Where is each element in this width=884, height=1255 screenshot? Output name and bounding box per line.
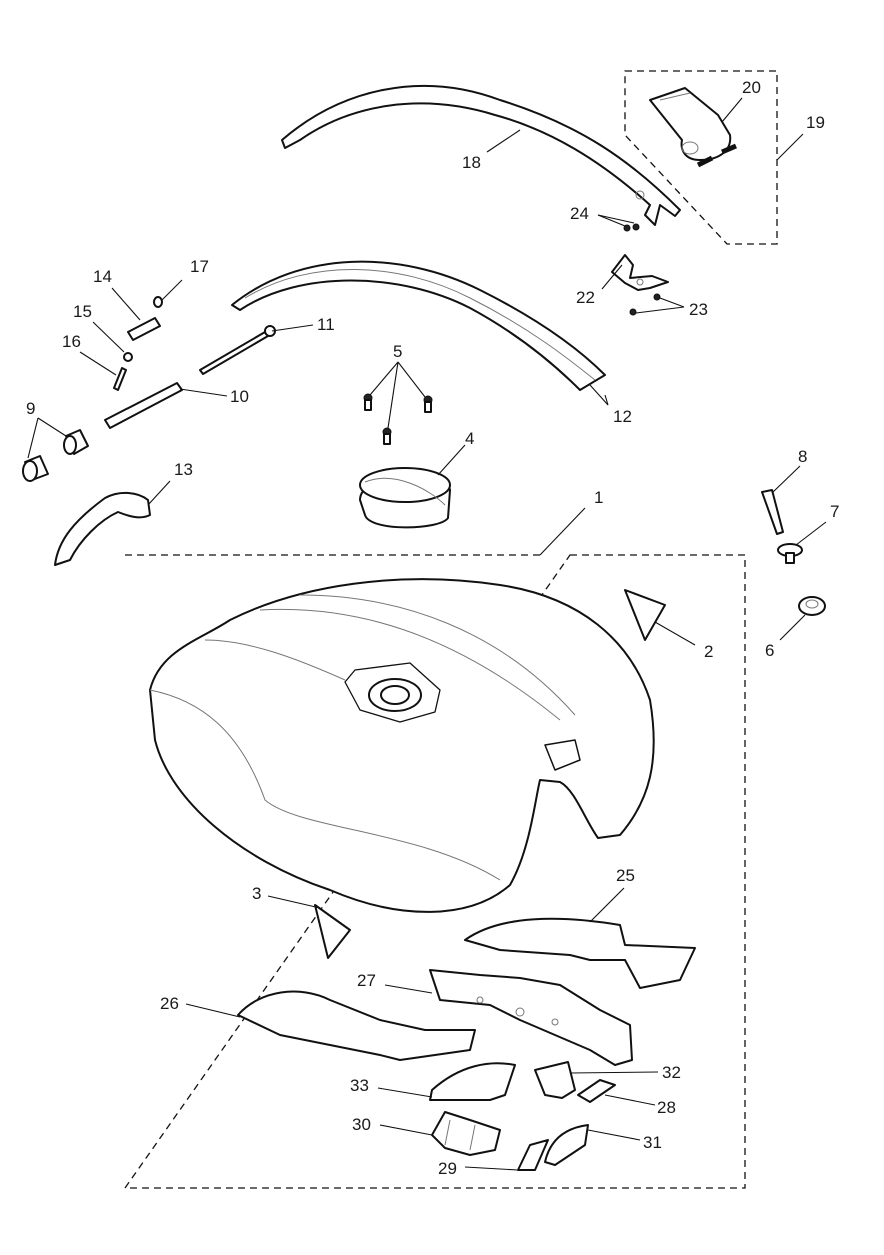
part-22-clip <box>611 254 669 291</box>
part-24-screws <box>623 223 640 232</box>
callout-25: 25 <box>616 866 635 885</box>
part-23-screws <box>629 293 661 316</box>
callout-23: 23 <box>689 300 708 319</box>
part-29-pad <box>517 1139 549 1171</box>
part-11-bolt <box>199 325 276 375</box>
part-7-washer <box>777 543 803 564</box>
callout-31: 31 <box>643 1133 662 1152</box>
callout-17: 17 <box>190 257 209 276</box>
callout-29: 29 <box>438 1159 457 1178</box>
callout-18: 18 <box>462 153 481 172</box>
callout-8: 8 <box>798 447 807 466</box>
part-8-bolt <box>761 489 784 535</box>
callout-30: 30 <box>352 1115 371 1134</box>
part-31-pad <box>544 1124 589 1166</box>
part-30-pad <box>431 1111 501 1156</box>
callout-20: 20 <box>742 78 761 97</box>
part-1-fuel-tank <box>149 578 655 913</box>
part-26-pad <box>237 990 476 1061</box>
part-9-bushings <box>22 429 89 482</box>
callout-10: 10 <box>230 387 249 406</box>
callout-13: 13 <box>174 460 193 479</box>
callout-4: 4 <box>465 429 474 448</box>
callout-1: 1 <box>594 488 603 507</box>
part-18-strap <box>281 84 681 226</box>
part-13-bracket <box>54 492 151 566</box>
part-27-shield <box>429 969 633 1066</box>
callout-28: 28 <box>657 1098 676 1117</box>
part-32-pad <box>534 1061 576 1099</box>
part-17-pin <box>153 296 163 308</box>
callout-32: 32 <box>662 1063 681 1082</box>
part-4-filler-cap <box>359 467 451 529</box>
callout-22: 22 <box>576 288 595 307</box>
part-6-grommet <box>798 596 826 616</box>
part-14-clamp <box>127 317 161 341</box>
callout-labels: 1 2 3 4 5 6 7 8 9 10 11 12 13 14 15 16 1… <box>26 78 839 1178</box>
callout-3: 3 <box>252 884 261 903</box>
callout-9: 9 <box>26 399 35 418</box>
callout-7: 7 <box>830 502 839 521</box>
callout-11: 11 <box>317 315 335 334</box>
part-33-pad <box>429 1062 516 1101</box>
part-28-pad <box>577 1079 616 1103</box>
part-10-rod <box>104 382 183 429</box>
part-20-bracket <box>649 87 737 168</box>
callout-5: 5 <box>393 342 402 361</box>
callout-26: 26 <box>160 994 179 1013</box>
leader-lines <box>27 97 827 1171</box>
part-16-bolt <box>113 367 127 391</box>
part-2-badge <box>624 589 666 641</box>
callout-6: 6 <box>765 641 774 660</box>
tank-assembly-box <box>123 554 746 1189</box>
callout-19: 19 <box>806 113 825 132</box>
part-5-screws <box>363 393 433 445</box>
callout-2: 2 <box>704 642 713 661</box>
callout-12: 12 <box>613 407 632 426</box>
callout-16: 16 <box>62 332 81 351</box>
part-25-pad <box>464 917 696 989</box>
bracket-assembly-box <box>624 70 778 245</box>
callout-24: 24 <box>570 204 589 223</box>
callout-14: 14 <box>93 267 112 286</box>
part-12-trim <box>231 260 606 391</box>
callout-27: 27 <box>357 971 376 990</box>
callout-15: 15 <box>73 302 92 321</box>
part-15-nut <box>123 352 133 362</box>
part-3-badge <box>314 904 351 959</box>
callout-33: 33 <box>350 1076 369 1095</box>
